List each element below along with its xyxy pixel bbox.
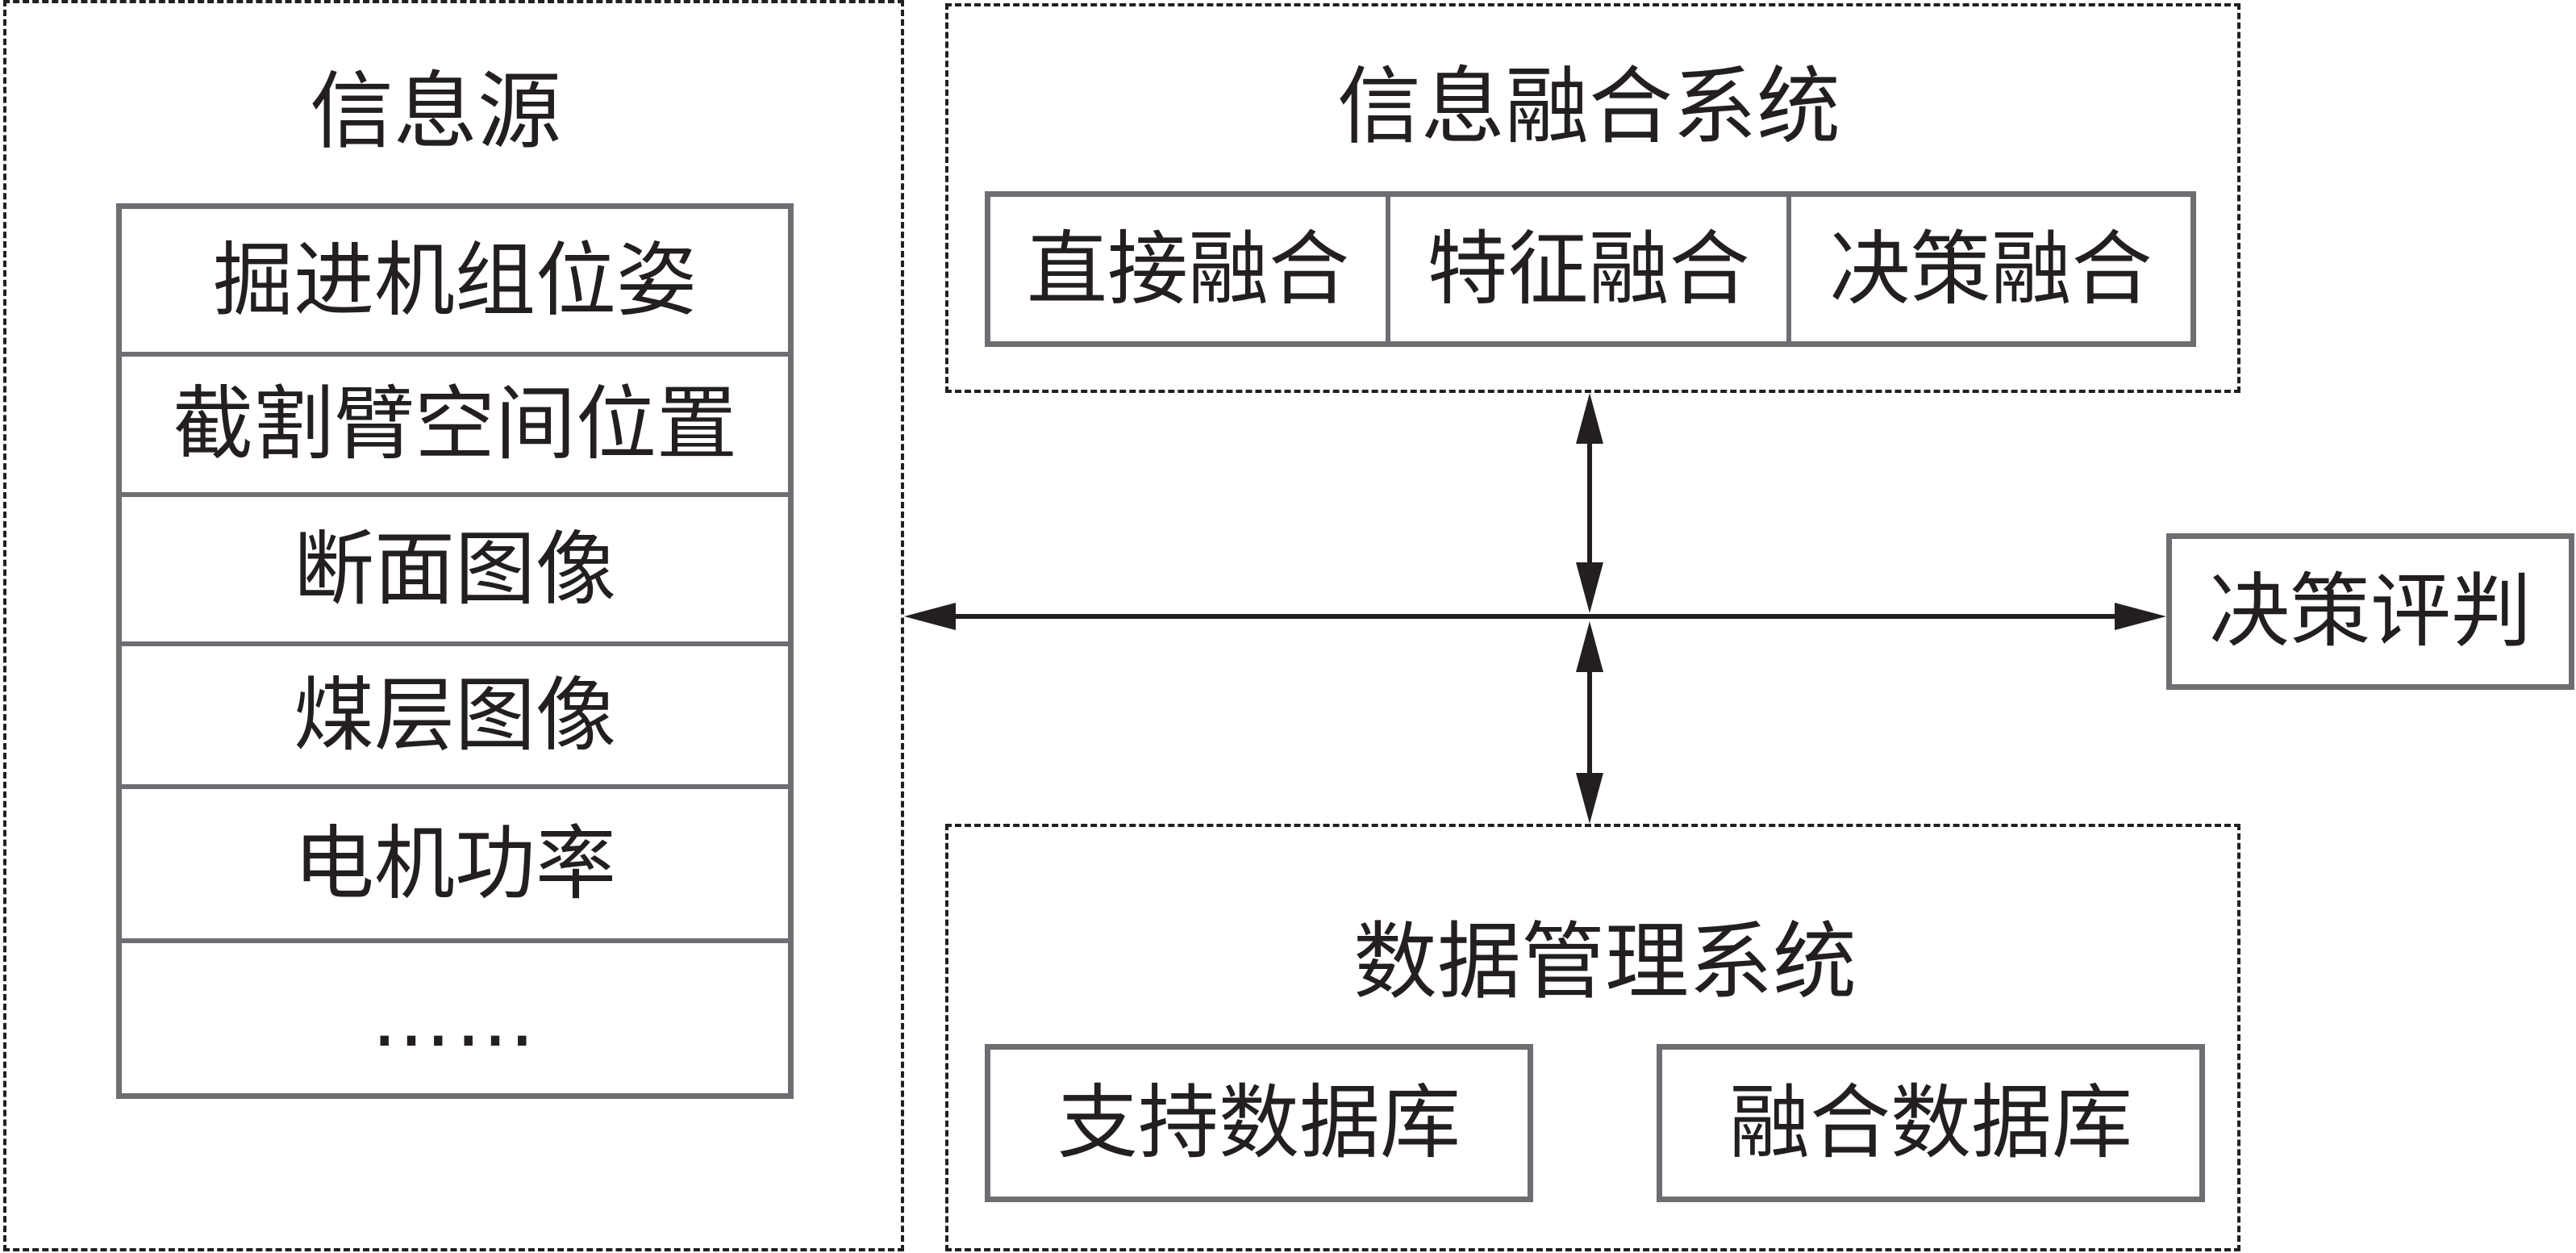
source-item: 断面图像: [294, 521, 616, 616]
decision-box: 决策评判: [2166, 533, 2574, 690]
data-panel-title: 数据管理系统: [1353, 913, 1857, 1011]
fusion-divider: [1386, 191, 1390, 347]
support-database: 支持数据库: [985, 1044, 1533, 1202]
source-item: 截割臂空间位置: [173, 377, 737, 471]
fusion-divider: [1786, 191, 1791, 347]
arrowhead-up: [1576, 393, 1603, 444]
fusion-database: 融合数据库: [1657, 1044, 2205, 1202]
source-item: 煤层图像: [294, 667, 616, 762]
source-item: 电机功率: [294, 816, 616, 911]
source-panel-title: 信息源: [309, 62, 561, 161]
arrowhead-right: [2115, 603, 2166, 630]
fusion-method: 特征融合: [1427, 221, 1750, 316]
fusion-methods: [985, 191, 2196, 347]
fusion-panel-title: 信息融合系统: [1336, 57, 1840, 156]
data-panel: [945, 824, 2240, 1251]
source-divider: [116, 641, 794, 646]
source-item: 掘进机组位姿: [213, 232, 697, 328]
source-panel: [3, 0, 904, 1251]
arrowhead-down-center: [1576, 562, 1603, 613]
source-divider: [116, 938, 794, 943]
arrowhead-down: [1576, 773, 1603, 824]
fusion-panel: [945, 3, 2240, 393]
arrowhead-up-center: [1576, 621, 1603, 672]
fusion-method: 直接融合: [1027, 221, 1349, 316]
source-divider: [116, 352, 794, 357]
arrowhead-left: [904, 603, 956, 630]
fusion-method: 决策融合: [1829, 221, 2153, 316]
source-item: ……: [371, 971, 539, 1065]
source-divider: [116, 784, 794, 789]
source-divider: [116, 492, 794, 497]
